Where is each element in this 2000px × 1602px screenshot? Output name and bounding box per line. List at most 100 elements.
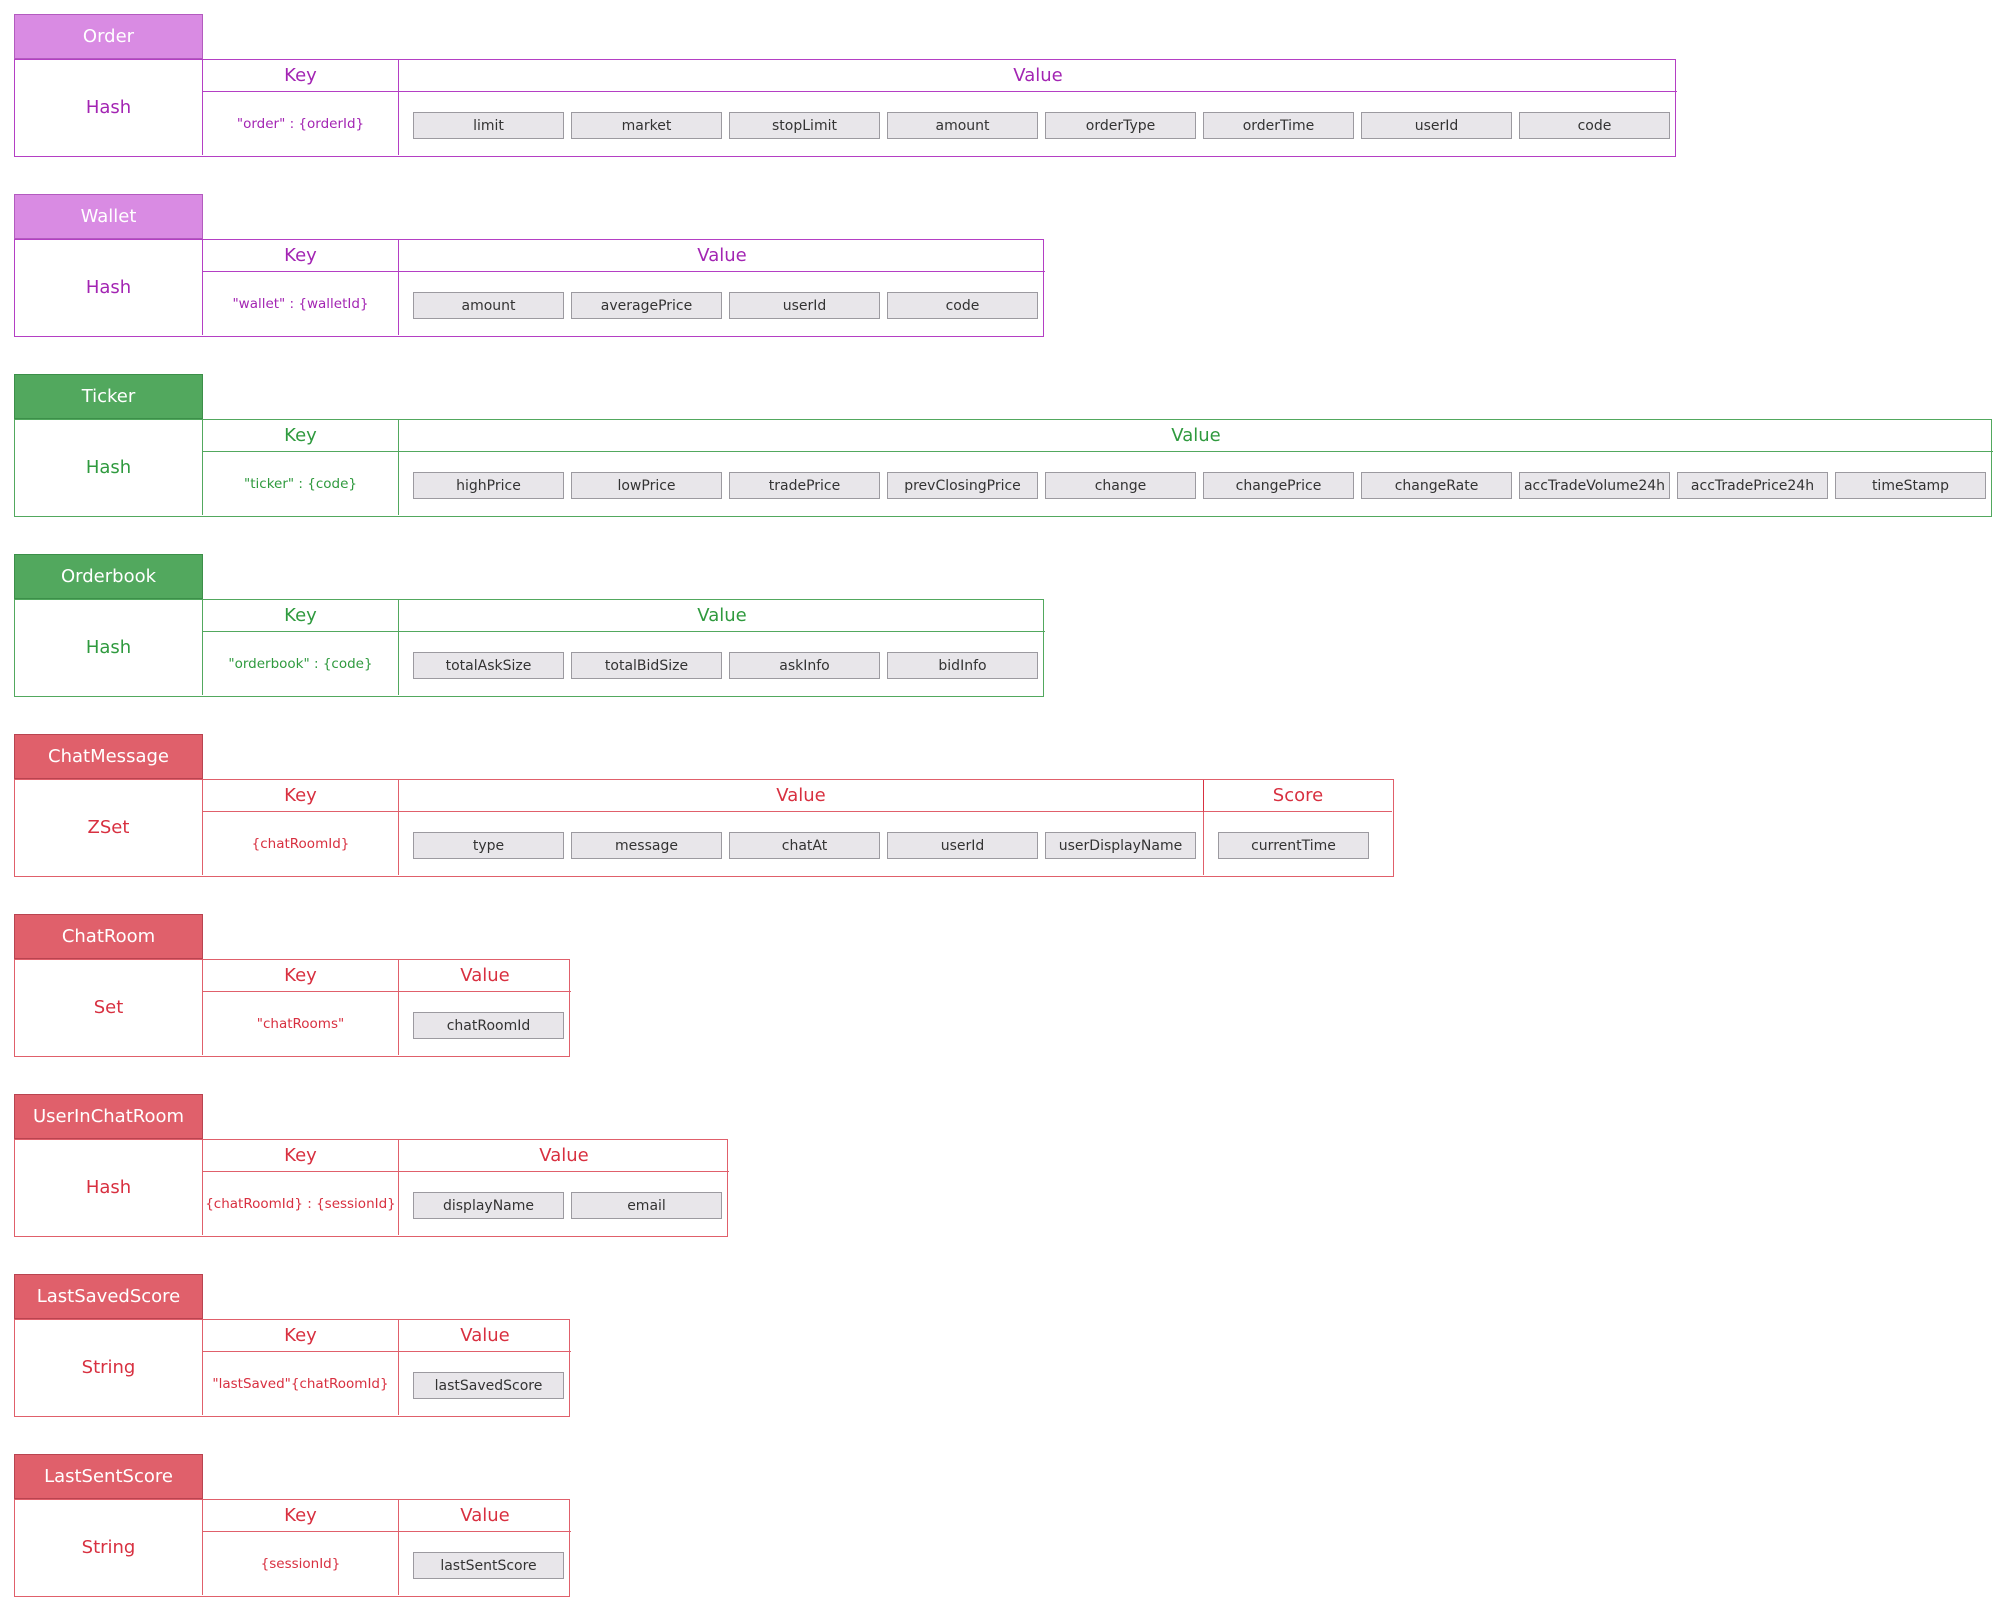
- field-box: stopLimit: [729, 112, 880, 139]
- field-box: userDisplayName: [1045, 832, 1196, 859]
- entity-title: LastSavedScore: [14, 1274, 203, 1319]
- field-box: accTradePrice24h: [1677, 472, 1828, 499]
- field-box: limit: [413, 112, 564, 139]
- key-header: Key: [203, 1140, 399, 1172]
- field-box: averagePrice: [571, 292, 722, 319]
- field-box: amount: [413, 292, 564, 319]
- key-pattern: "lastSaved"{chatRoomId}: [203, 1352, 399, 1415]
- field-box: totalBidSize: [571, 652, 722, 679]
- key-pattern: {chatRoomId}: [203, 812, 399, 875]
- value-header: Value: [399, 780, 1203, 812]
- key-pattern: {sessionId}: [203, 1532, 399, 1595]
- data-type-label: Hash: [15, 1140, 203, 1235]
- field-box: code: [1519, 112, 1670, 139]
- field-box: prevClosingPrice: [887, 472, 1038, 499]
- data-type-label: Hash: [15, 60, 203, 155]
- key-pattern: "orderbook" : {code}: [203, 632, 399, 695]
- field-box: timeStamp: [1835, 472, 1986, 499]
- field-box: currentTime: [1218, 832, 1369, 859]
- key-pattern: "wallet" : {walletId}: [203, 272, 399, 335]
- field-box: amount: [887, 112, 1038, 139]
- key-header: Key: [203, 420, 399, 452]
- value-fields: lastSavedScore: [399, 1352, 571, 1415]
- field-box: code: [887, 292, 1038, 319]
- entity-title: Ticker: [14, 374, 203, 419]
- entity-title: UserInChatRoom: [14, 1094, 203, 1139]
- value-fields: amount averagePrice userId code: [399, 272, 1045, 335]
- data-type-label: String: [15, 1500, 203, 1595]
- value-fields: displayName email: [399, 1172, 729, 1235]
- value-fields: type message chatAt userId userDisplayName: [399, 812, 1203, 875]
- entity-title: ChatRoom: [14, 914, 203, 959]
- entity-title: Wallet: [14, 194, 203, 239]
- key-header: Key: [203, 960, 399, 992]
- field-box: email: [571, 1192, 722, 1219]
- field-box: changePrice: [1203, 472, 1354, 499]
- field-box: changeRate: [1361, 472, 1512, 499]
- value-fields: totalAskSize totalBidSize askInfo bidInfo: [399, 632, 1045, 695]
- key-header: Key: [203, 780, 399, 812]
- entity-title: LastSentScore: [14, 1454, 203, 1499]
- field-box: askInfo: [729, 652, 880, 679]
- data-type-label: String: [15, 1320, 203, 1415]
- field-box: accTradeVolume24h: [1519, 472, 1670, 499]
- value-header: Value: [399, 240, 1045, 272]
- key-header: Key: [203, 600, 399, 632]
- value-header: Value: [399, 960, 571, 992]
- data-type-label: Set: [15, 960, 203, 1055]
- field-box: lastSentScore: [413, 1552, 564, 1579]
- field-box: orderTime: [1203, 112, 1354, 139]
- field-box: bidInfo: [887, 652, 1038, 679]
- score-fields: currentTime: [1203, 812, 1392, 875]
- value-header: Value: [399, 1320, 571, 1352]
- field-box: totalAskSize: [413, 652, 564, 679]
- entity-title: ChatMessage: [14, 734, 203, 779]
- key-header: Key: [203, 1500, 399, 1532]
- field-box: userId: [729, 292, 880, 319]
- value-header: Value: [399, 1500, 571, 1532]
- field-box: change: [1045, 472, 1196, 499]
- key-pattern: "chatRooms": [203, 992, 399, 1055]
- data-type-label: Hash: [15, 600, 203, 695]
- field-box: userId: [1361, 112, 1512, 139]
- field-box: lowPrice: [571, 472, 722, 499]
- field-box: lastSavedScore: [413, 1372, 564, 1399]
- value-fields: highPrice lowPrice tradePrice prevClosingPr…: [399, 452, 1993, 515]
- field-box: chatRoomId: [413, 1012, 564, 1039]
- value-fields: chatRoomId: [399, 992, 571, 1055]
- key-pattern: "order" : {orderId}: [203, 92, 399, 155]
- field-box: highPrice: [413, 472, 564, 499]
- data-type-label: Hash: [15, 240, 203, 335]
- value-header: Value: [399, 600, 1045, 632]
- field-box: message: [571, 832, 722, 859]
- score-header: Score: [1203, 780, 1392, 812]
- value-header: Value: [399, 1140, 729, 1172]
- key-pattern: "ticker" : {code}: [203, 452, 399, 515]
- field-box: orderType: [1045, 112, 1196, 139]
- field-box: userId: [887, 832, 1038, 859]
- entity-title: Orderbook: [14, 554, 203, 599]
- key-header: Key: [203, 240, 399, 272]
- value-fields: lastSentScore: [399, 1532, 571, 1595]
- key-pattern: {chatRoomId} : {sessionId}: [203, 1172, 399, 1235]
- key-header: Key: [203, 1320, 399, 1352]
- field-box: type: [413, 832, 564, 859]
- field-box: chatAt: [729, 832, 880, 859]
- data-type-label: ZSet: [15, 780, 203, 875]
- key-header: Key: [203, 60, 399, 92]
- value-header: Value: [399, 60, 1677, 92]
- field-box: tradePrice: [729, 472, 880, 499]
- entity-title: Order: [14, 14, 203, 59]
- field-box: displayName: [413, 1192, 564, 1219]
- data-type-label: Hash: [15, 420, 203, 515]
